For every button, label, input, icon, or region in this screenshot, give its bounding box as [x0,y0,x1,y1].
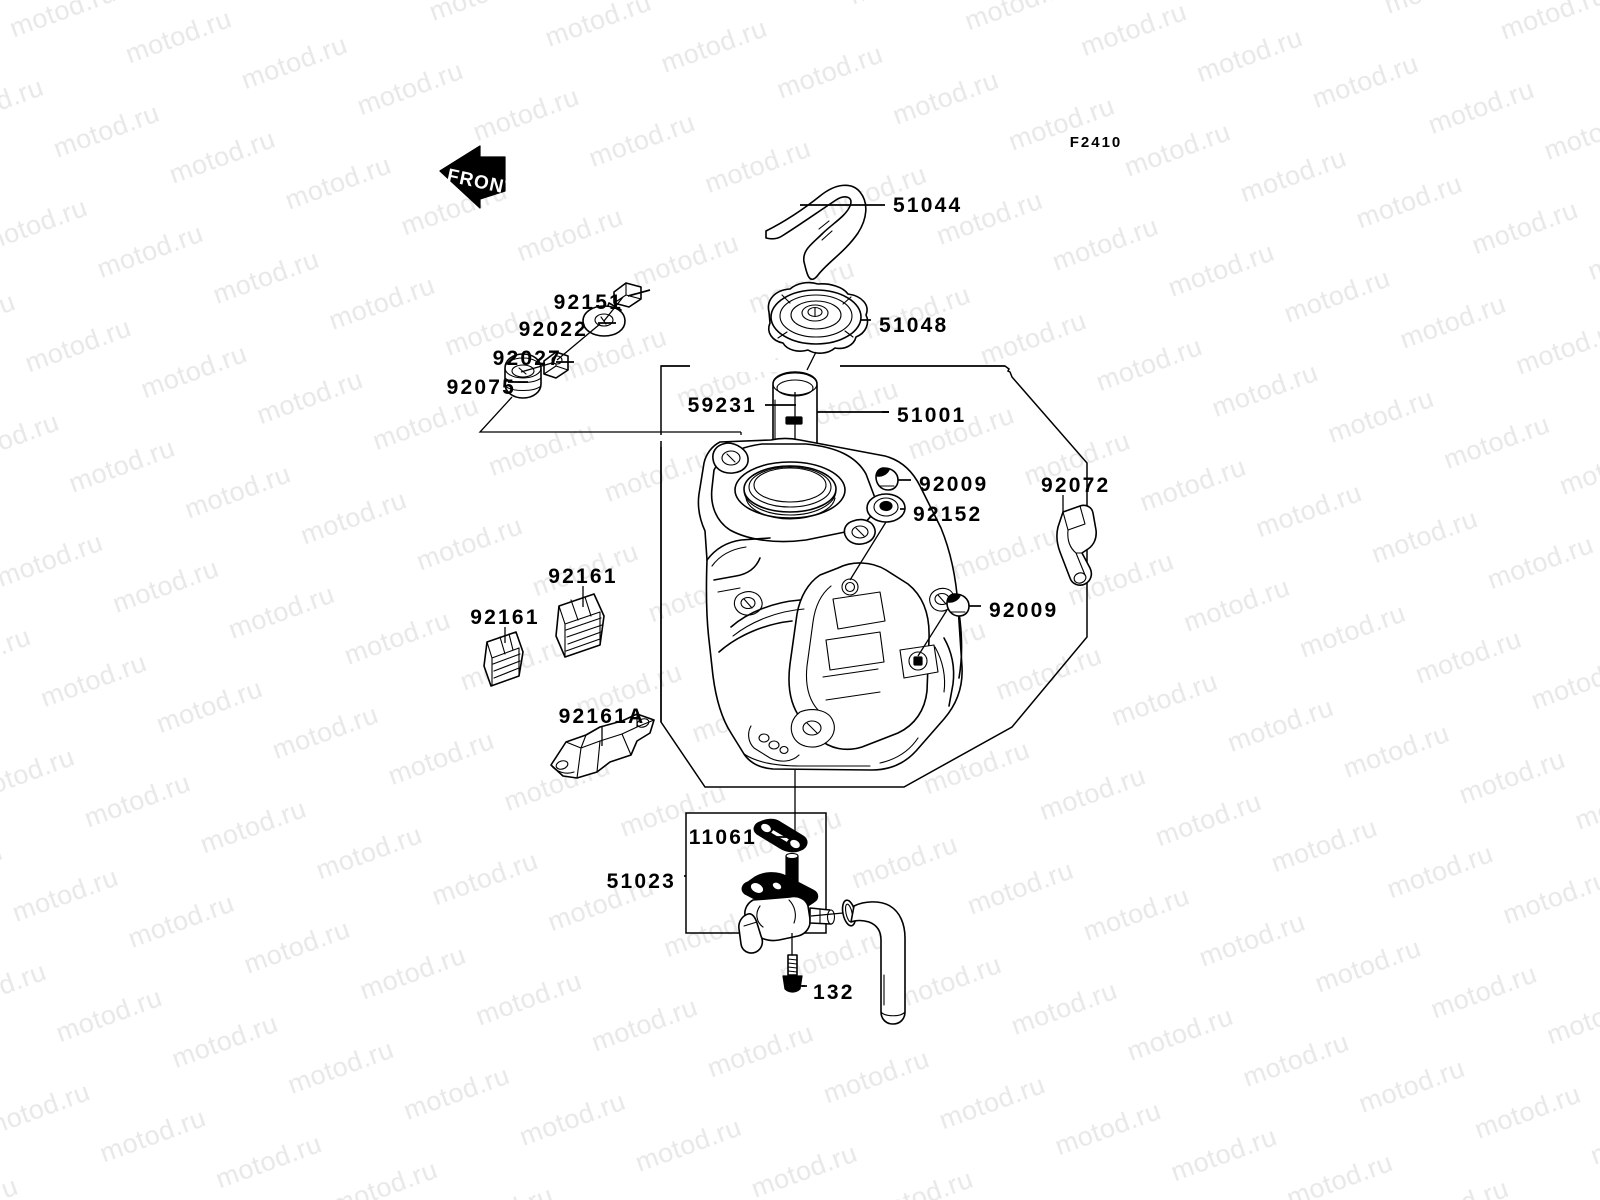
callout-51001: 51001 [897,404,966,427]
part-92152-collar [866,493,906,523]
part-132-screw [782,954,803,993]
callout-92009-lower: 92009 [989,599,1058,622]
part-51048-tank-cap [767,281,869,354]
leader-hardware-to-tank [478,396,741,433]
part-92075-damper [504,353,542,399]
callout-92161A: 92161A [559,705,646,728]
part-51023-fuel-tap [738,852,836,954]
callout-labels: 51044 51048 92151 92022 92027 92075 5923… [447,194,1110,1004]
callout-92151: 92151 [554,291,623,314]
part-92072-band [1056,504,1097,586]
callout-92075: 92075 [447,376,516,399]
callout-92009-upper: 92009 [919,473,988,496]
part-92009-lower-screw [946,593,970,617]
callout-51044: 51044 [893,194,962,217]
part-51001-fuel-tank-body [697,437,963,771]
assembly-line-92027-92022 [556,323,601,361]
leader-59231-to-cap [806,351,817,371]
leader-92152-to-seat [849,521,887,581]
callout-92152: 92152 [913,503,982,526]
assembly-line-92022-92151 [603,296,624,322]
callout-92027: 92027 [493,347,562,370]
callout-92072: 92072 [1041,474,1110,497]
callout-92161-upper: 92161 [548,565,617,588]
part-51044-breather-hose [765,184,867,281]
leader-92151 [627,289,651,297]
callout-11061: 11061 [689,826,757,849]
leader-clamp [810,912,844,917]
callout-92022: 92022 [519,318,588,341]
fuel-outlet-hose [850,901,906,1025]
diagram-code: F2410 [1070,134,1123,151]
group-boundary-gap-top [690,360,840,372]
assembly-line-92075-92027 [520,362,553,373]
callout-51048: 51048 [879,314,948,337]
front-arrow-marker: FRONT [439,145,518,209]
callout-51023: 51023 [607,870,676,893]
part-92161-upper-damper [555,593,605,658]
part-92161-lower-damper [483,631,524,687]
part-92009-upper-screw [875,467,899,491]
callout-59231: 59231 [688,394,757,417]
part-11061-gasket [753,818,808,853]
callout-92161-lower: 92161 [470,606,539,629]
callout-132: 132 [813,981,855,1004]
leader-92009-lower-to-seat [917,609,948,657]
